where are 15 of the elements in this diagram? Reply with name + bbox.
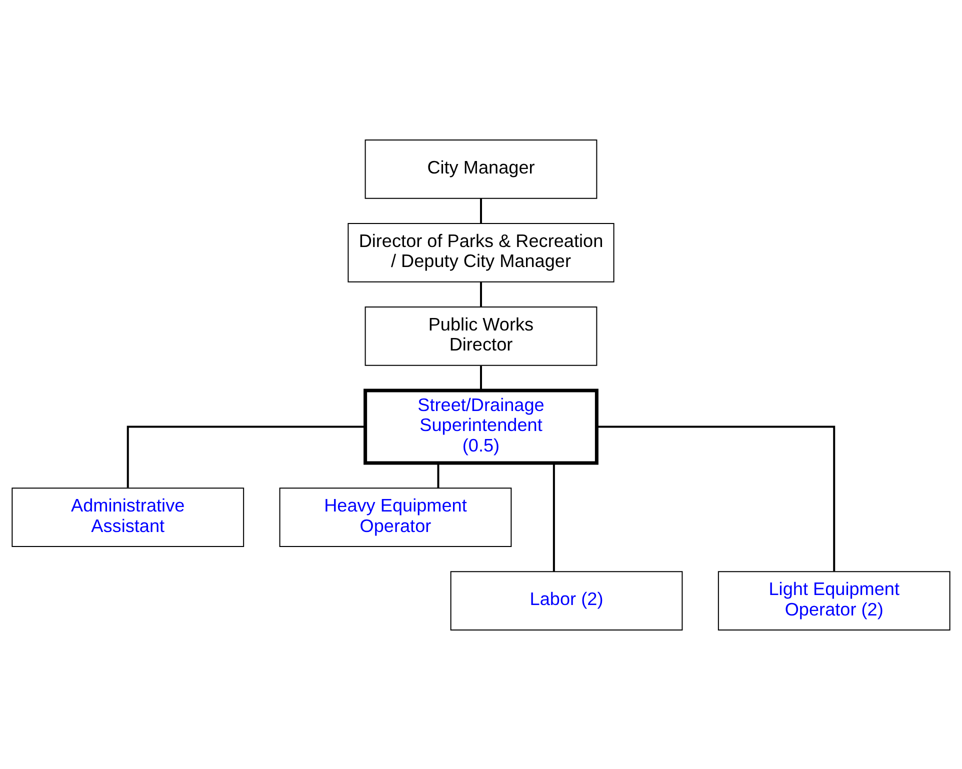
node-box: Street/Drainage Superintendent (0.5) [364, 388, 598, 464]
connector [480, 198, 482, 223]
connector [480, 365, 482, 390]
node-box: Heavy Equipment Operator [279, 487, 512, 546]
node-box: City Manager [364, 139, 598, 198]
node-box: Light Equipment Operator (2) [718, 570, 950, 630]
connector [552, 462, 555, 572]
node-box: Labor (2) [450, 570, 683, 630]
connector [437, 462, 440, 488]
connector [480, 281, 482, 306]
node-box: Administrative Assistant [12, 487, 244, 546]
connector [597, 425, 836, 571]
node-box: Director of Parks & Recreation / Deputy City Manager [348, 222, 614, 282]
node-box: Public Works Director [364, 306, 598, 366]
connector [126, 425, 365, 488]
